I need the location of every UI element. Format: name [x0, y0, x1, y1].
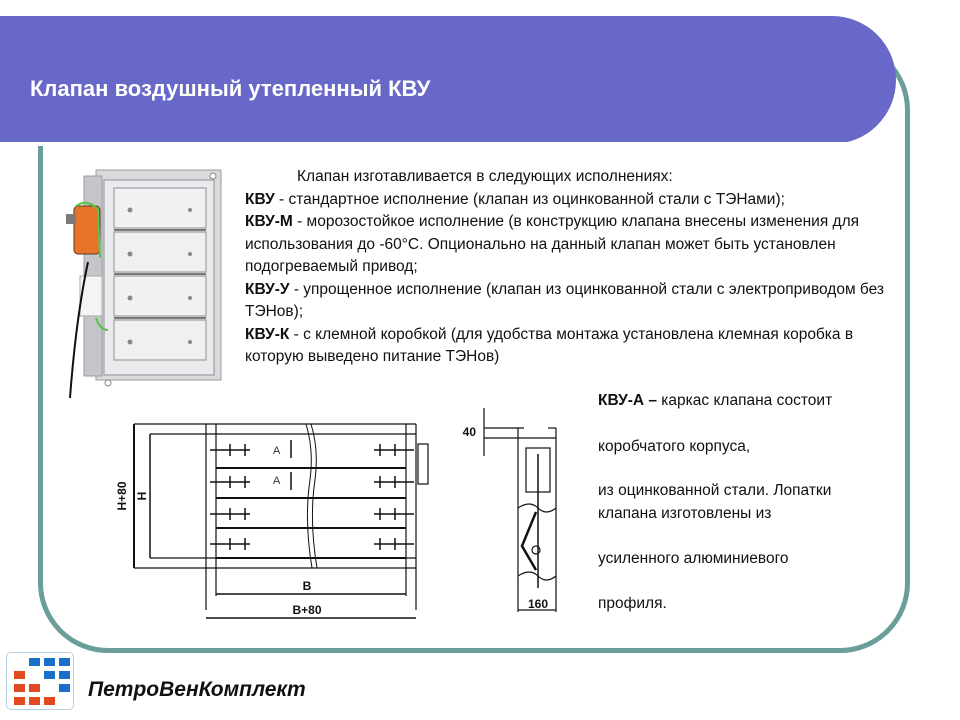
- kvu-a-line-6: профиля.: [598, 595, 667, 612]
- variants-description: Клапан изготавливается в следующих испол…: [245, 166, 905, 369]
- header-bar: Клапан воздушный утепленный КВУ: [0, 16, 896, 146]
- kvu-a-line-1: КВУ-А – каркас клапана состоит: [598, 392, 833, 409]
- side-view-drawing: 40 160: [463, 408, 557, 612]
- header-underline: [0, 142, 848, 146]
- page-title: Клапан воздушный утепленный КВУ: [30, 76, 431, 101]
- variant-kvu-u: КВУ-У - упрощенное исполнение (клапан из…: [245, 280, 885, 321]
- variant-kvu-k: КВУ-К - с клемной коробкой (для удобства…: [245, 325, 854, 366]
- section-a-label-2: A: [273, 475, 281, 487]
- variant-kvu-m: КВУ-М - морозостойкое исполнение (в конс…: [245, 213, 860, 275]
- front-view-drawing: A A H+80 H B B+80: [115, 423, 429, 619]
- kvu-a-line-5: усиленного алюминиевого: [598, 550, 789, 567]
- kvu-a-line-2: коробчатого корпуса,: [598, 438, 751, 455]
- variants-lead: Клапан изготавливается в следующих испол…: [297, 168, 673, 185]
- kvu-a-line-3: из оцинкованной стали. Лопатки: [598, 482, 832, 499]
- width-inner-label: B: [303, 579, 312, 593]
- height-inner-label: H: [135, 492, 149, 501]
- company-logo: [6, 652, 74, 710]
- top-dimension-label: 40: [463, 425, 477, 439]
- height-outer-label: H+80: [115, 481, 129, 510]
- kvu-a-line-4: клапана изготовлены из: [598, 505, 772, 522]
- section-a-label-1: A: [273, 445, 281, 457]
- width-outer-label: B+80: [292, 603, 321, 617]
- variant-kvu: КВУ - стандартное исполнение (клапан из …: [245, 190, 785, 208]
- bottom-dimension-label: 160: [528, 597, 548, 611]
- valve-photo: [66, 169, 222, 399]
- company-name: ПетроВенКомплект: [88, 678, 306, 701]
